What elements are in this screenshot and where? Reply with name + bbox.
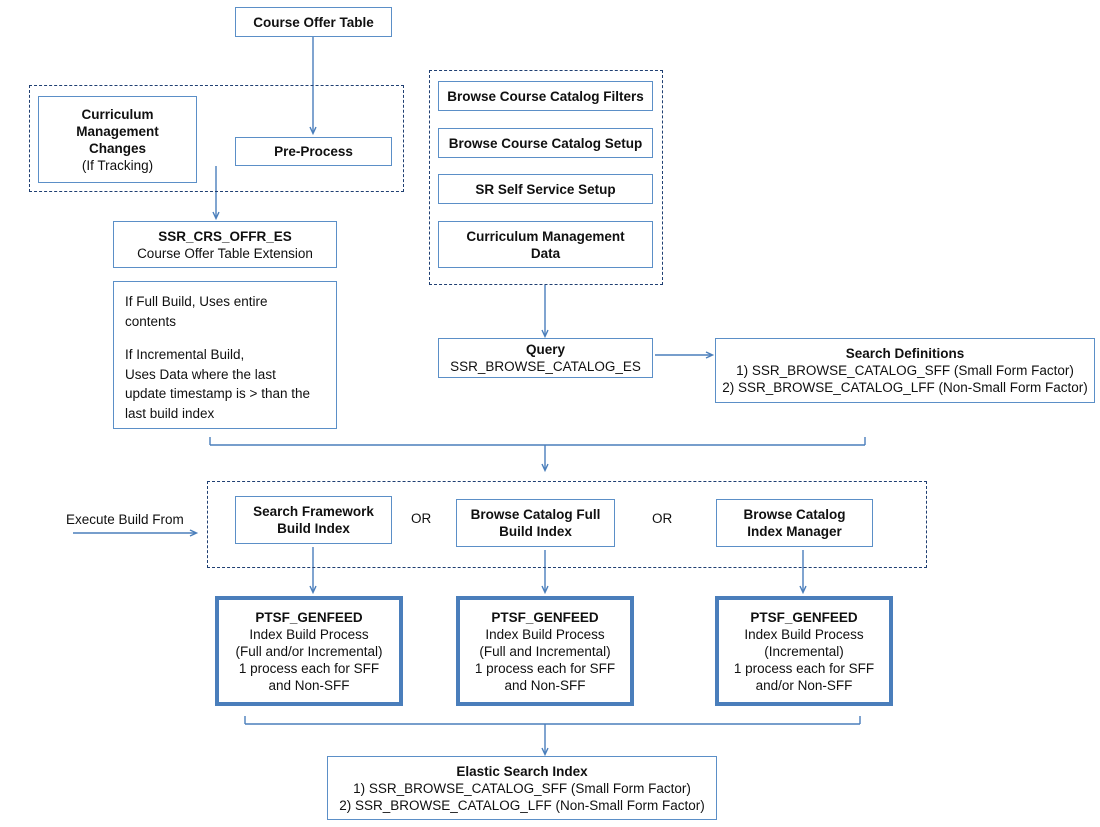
- ptsf-genfeed-1-title: PTSF_GENFEED: [255, 609, 363, 625]
- search-definitions-item-2: 2) SSR_BROWSE_CATALOG_LFF (Non-Small For…: [722, 380, 1088, 395]
- ptsf-genfeed-2-line5: and Non-SFF: [504, 677, 586, 693]
- browse-catalog-full-build-index-line1: Browse Catalog Full: [470, 507, 601, 522]
- node-elastic-search-index[interactable]: Elastic Search Index 1) SSR_BROWSE_CATAL…: [327, 756, 717, 820]
- ptsf-genfeed-3-line4: 1 process each for SFF: [733, 660, 875, 676]
- node-search-framework-build-index[interactable]: Search Framework Build Index: [235, 496, 392, 544]
- browse-course-catalog-filters-label: Browse Course Catalog Filters: [447, 88, 644, 104]
- ptsf-genfeed-2-line3: (Full and Incremental): [479, 643, 611, 659]
- build-note-line1: If Full Build, Uses entire: [125, 294, 268, 309]
- node-browse-catalog-index-manager[interactable]: Browse Catalog Index Manager: [716, 499, 873, 547]
- node-search-definitions[interactable]: Search Definitions 1) SSR_BROWSE_CATALOG…: [715, 338, 1095, 403]
- curriculum-changes-line2: Management: [76, 123, 159, 139]
- pre-process-label: Pre-Process: [274, 144, 353, 159]
- ptsf-genfeed-1-line4: 1 process each for SFF: [238, 660, 380, 676]
- elastic-search-index-item-1: 1) SSR_BROWSE_CATALOG_SFF (Small Form Fa…: [353, 780, 691, 796]
- node-browse-catalog-full-build-index[interactable]: Browse Catalog Full Build Index: [456, 499, 615, 547]
- search-definitions-item-1: 1) SSR_BROWSE_CATALOG_SFF (Small Form Fa…: [736, 363, 1074, 378]
- build-note-line2: contents: [125, 313, 177, 329]
- node-browse-course-catalog-setup[interactable]: Browse Course Catalog Setup: [438, 128, 653, 158]
- ptsf-genfeed-2-line2: Index Build Process: [485, 626, 605, 642]
- node-browse-course-catalog-filters[interactable]: Browse Course Catalog Filters: [438, 81, 653, 111]
- search-framework-build-index-line2: Build Index: [277, 521, 350, 536]
- curriculum-changes-tracking-note: (If Tracking): [81, 157, 154, 173]
- ssr-crs-offr-es-title: SSR_CRS_OFFR_ES: [158, 228, 292, 244]
- ptsf-genfeed-3-line5: and/or Non-SFF: [755, 677, 853, 693]
- note-build-behavior: If Full Build, Uses entire contents If I…: [113, 281, 337, 429]
- node-sr-self-service-setup[interactable]: SR Self Service Setup: [438, 174, 653, 204]
- course-offer-table-label: Course Offer Table: [253, 14, 374, 30]
- node-ssr-crs-offr-es[interactable]: SSR_CRS_OFFR_ES Course Offer Table Exten…: [113, 221, 337, 268]
- ptsf-genfeed-1-line2: Index Build Process: [249, 626, 369, 642]
- ptsf-genfeed-2-line4: 1 process each for SFF: [474, 660, 616, 676]
- node-course-offer-table[interactable]: Course Offer Table: [235, 7, 392, 37]
- ptsf-genfeed-2-title: PTSF_GENFEED: [491, 609, 599, 625]
- query-title: Query: [525, 342, 566, 357]
- or-label-2: OR: [652, 511, 673, 526]
- node-ptsf-genfeed-3[interactable]: PTSF_GENFEED Index Build Process (Increm…: [715, 596, 893, 706]
- ptsf-genfeed-3-line3: (Incremental): [764, 643, 844, 659]
- query-subtitle: SSR_BROWSE_CATALOG_ES: [450, 359, 641, 374]
- or-label-1: OR: [411, 511, 432, 526]
- node-ptsf-genfeed-2[interactable]: PTSF_GENFEED Index Build Process (Full a…: [456, 596, 634, 706]
- build-note-line5: update timestamp is > than the: [125, 386, 310, 402]
- ptsf-genfeed-3-title: PTSF_GENFEED: [750, 609, 858, 625]
- search-framework-build-index-line1: Search Framework: [253, 504, 374, 519]
- ssr-crs-offr-es-subtitle: Course Offer Table Extension: [137, 245, 313, 261]
- execute-build-from-label: Execute Build From: [66, 512, 184, 527]
- node-pre-process[interactable]: Pre-Process: [235, 137, 392, 166]
- browse-catalog-index-manager-line1: Browse Catalog: [743, 507, 846, 522]
- browse-catalog-full-build-index-line2: Build Index: [499, 524, 572, 539]
- browse-course-catalog-setup-label: Browse Course Catalog Setup: [448, 135, 643, 151]
- ptsf-genfeed-3-line2: Index Build Process: [744, 626, 864, 642]
- node-curriculum-management-data[interactable]: Curriculum Management Data: [438, 221, 653, 268]
- ptsf-genfeed-1-line5: and Non-SFF: [268, 677, 350, 693]
- elastic-search-index-item-2: 2) SSR_BROWSE_CATALOG_LFF (Non-Small For…: [339, 797, 705, 813]
- curriculum-changes-line1: Curriculum: [81, 106, 154, 122]
- ptsf-genfeed-1-line3: (Full and/or Incremental): [235, 643, 383, 659]
- browse-catalog-index-manager-line2: Index Manager: [747, 524, 842, 539]
- build-note-line6: last build index: [125, 405, 215, 421]
- curriculum-management-data-line2: Data: [530, 245, 561, 261]
- node-query[interactable]: Query SSR_BROWSE_CATALOG_ES: [438, 338, 653, 378]
- build-note-line3: If Incremental Build,: [125, 347, 245, 363]
- node-curriculum-management-changes[interactable]: Curriculum Management Changes (If Tracki…: [38, 96, 197, 183]
- curriculum-management-data-line1: Curriculum Management: [466, 228, 625, 244]
- sr-self-service-setup-label: SR Self Service Setup: [475, 181, 616, 197]
- search-definitions-title: Search Definitions: [845, 346, 965, 361]
- curriculum-changes-line3: Changes: [88, 140, 146, 156]
- node-ptsf-genfeed-1[interactable]: PTSF_GENFEED Index Build Process (Full a…: [215, 596, 403, 706]
- elastic-search-index-title: Elastic Search Index: [456, 763, 588, 779]
- group-setup-sources-dashed: [429, 70, 663, 285]
- group-build-index-dashed: [207, 481, 927, 568]
- build-note-line4: Uses Data where the last: [125, 366, 276, 382]
